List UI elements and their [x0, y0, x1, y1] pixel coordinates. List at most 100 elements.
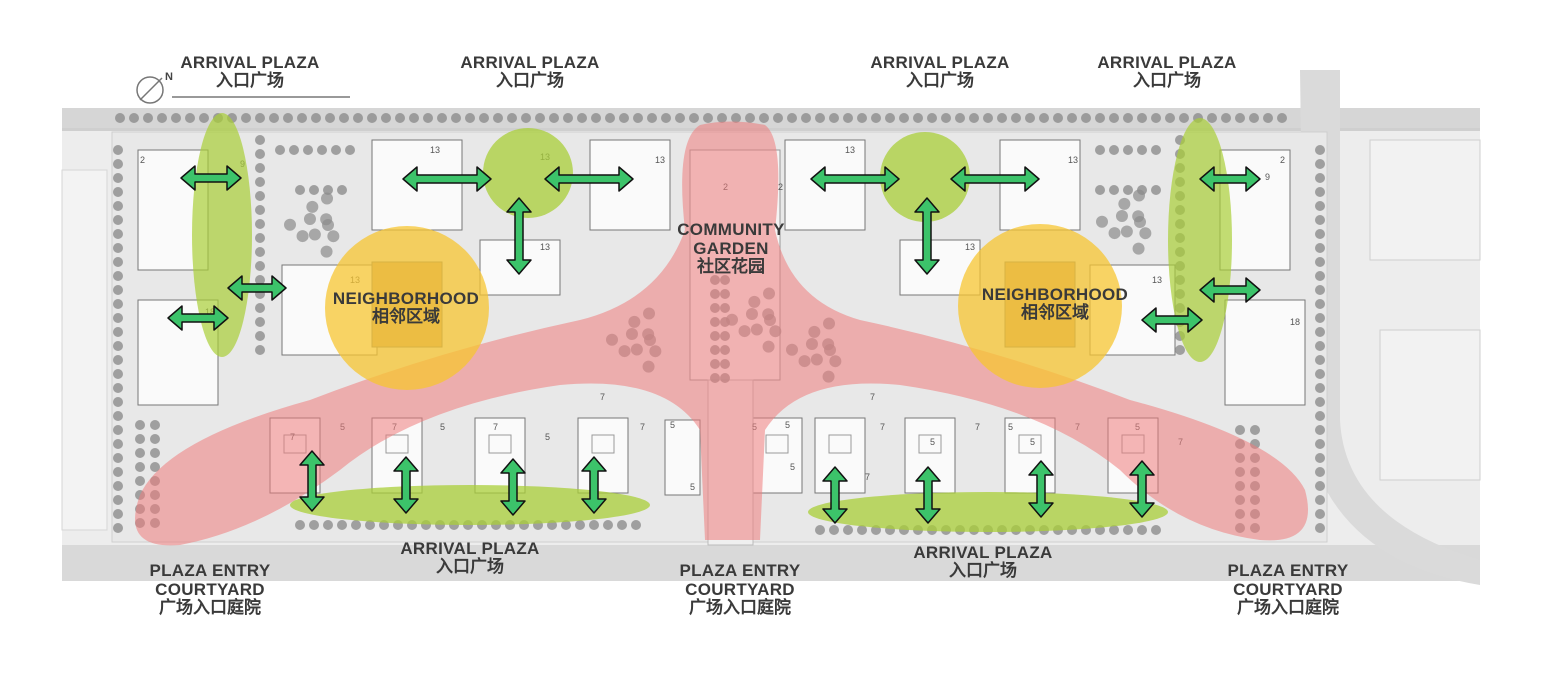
label-neighborhood-right: NEIGHBORHOOD 相邻区域 [982, 285, 1128, 323]
tree [255, 219, 265, 229]
label-zh: 广场入口庭院 [158, 598, 261, 619]
compass-ring [136, 76, 164, 104]
tree [1133, 189, 1146, 202]
tree [255, 135, 265, 145]
tree [857, 113, 867, 123]
label-en-2: GARDEN [693, 239, 769, 259]
tree [1207, 113, 1217, 123]
double-arrow [1199, 166, 1261, 192]
tree [113, 327, 123, 337]
tree [1315, 299, 1325, 309]
tree [689, 113, 699, 123]
bldg-n5 [999, 139, 1081, 231]
floor-number: 7 [975, 422, 980, 432]
tree [345, 145, 355, 155]
tree [731, 113, 741, 123]
label-zh: 相邻区域 [372, 307, 440, 328]
tree [135, 462, 145, 472]
arrival-zone-north-1 [483, 128, 573, 218]
tree [1132, 210, 1145, 223]
floor-number: 13 [1152, 275, 1162, 285]
tree [284, 218, 297, 231]
label-en-1: PLAZA ENTRY [149, 561, 271, 580]
double-arrow [393, 456, 419, 514]
tree [309, 520, 319, 530]
label-arrival-plaza-n1: ARRIVAL PLAZA 入口广场 [460, 53, 599, 91]
tree [1137, 113, 1147, 123]
arrival-zone-south-2 [808, 492, 1168, 532]
tree [815, 525, 825, 535]
road-north-edge [62, 128, 1480, 131]
tree [303, 145, 313, 155]
tree [549, 113, 559, 123]
villa [1004, 417, 1056, 494]
tree [1109, 113, 1119, 123]
tree [351, 520, 361, 530]
tree [871, 113, 881, 123]
arrival-zone-north-2 [880, 132, 970, 222]
tree [135, 434, 145, 444]
tree [1137, 525, 1147, 535]
tree [308, 228, 321, 241]
floor-number: 7 [870, 392, 875, 402]
floor-number: 13 [1068, 155, 1078, 165]
tree [255, 233, 265, 243]
tree [306, 200, 319, 213]
tree [113, 145, 123, 155]
tree [1139, 227, 1152, 240]
tree [353, 113, 363, 123]
tree [423, 113, 433, 123]
tree [113, 229, 123, 239]
tree [1315, 341, 1325, 351]
tree [113, 341, 123, 351]
tree [255, 191, 265, 201]
floor-number: 13 [965, 242, 975, 252]
north-compass: N [136, 71, 350, 104]
tree [381, 113, 391, 123]
tree [255, 345, 265, 355]
tree [577, 113, 587, 123]
villa [577, 417, 629, 494]
tree [591, 113, 601, 123]
double-arrow [544, 166, 634, 192]
tree [899, 113, 909, 123]
double-arrow [950, 166, 1040, 192]
tree [317, 145, 327, 155]
tree [113, 509, 123, 519]
floor-number: 2 [778, 182, 783, 192]
double-arrow [915, 466, 941, 524]
tree [1151, 525, 1161, 535]
tree [1315, 145, 1325, 155]
tree [295, 520, 305, 530]
label-neighborhood-left: NEIGHBORHOOD 相邻区域 [333, 289, 479, 327]
label-en: ARRIVAL PLAZA [460, 53, 600, 72]
tree [143, 113, 153, 123]
floor-number: 13 [655, 155, 665, 165]
label-plaza-entry-sw: PLAZA ENTRY COURTYARD 广场入口庭院 [149, 561, 270, 618]
tree [241, 113, 251, 123]
tree [1249, 113, 1259, 123]
tree [1151, 185, 1161, 195]
villa-detail [918, 434, 942, 454]
floor-number: 7 [865, 472, 870, 482]
tree [619, 113, 629, 123]
tree [1315, 467, 1325, 477]
tree [561, 520, 571, 530]
tree [113, 467, 123, 477]
tree [1315, 397, 1325, 407]
tree [113, 369, 123, 379]
tree [113, 481, 123, 491]
tree [633, 113, 643, 123]
tree [409, 113, 419, 123]
tree [1315, 201, 1325, 211]
tree [255, 317, 265, 327]
tree [297, 113, 307, 123]
label-en-1: COMMUNITY [677, 220, 785, 239]
tree [1165, 113, 1175, 123]
tree [617, 520, 627, 530]
tree [885, 113, 895, 123]
tree [1315, 425, 1325, 435]
tree [185, 113, 195, 123]
label-zh: 入口广场 [216, 71, 284, 92]
